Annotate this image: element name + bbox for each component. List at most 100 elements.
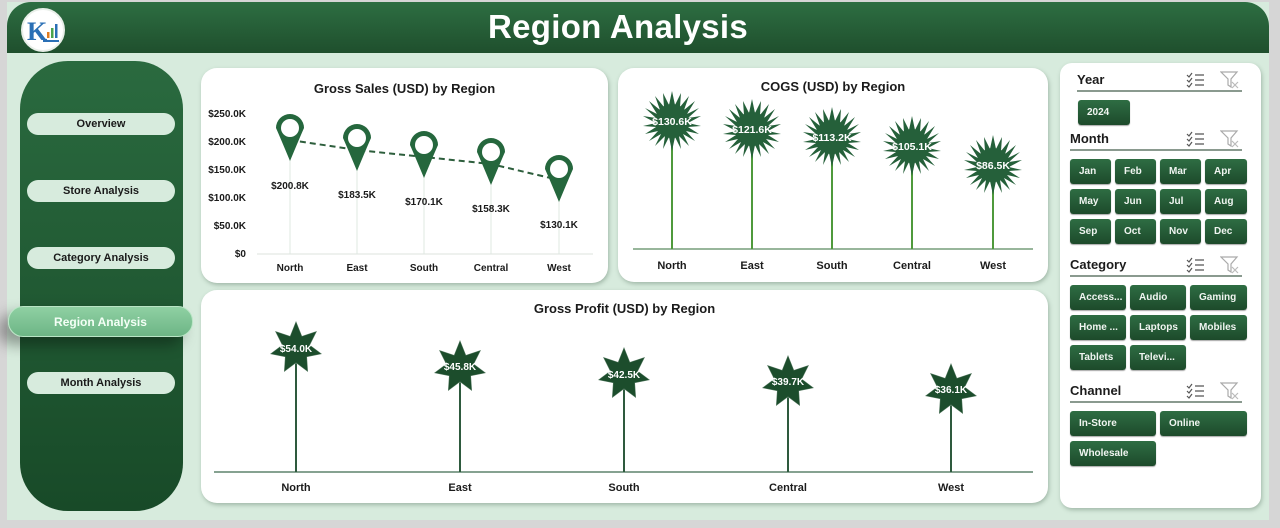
y-tick: $50.0K [214,221,247,232]
month-option-aug[interactable]: Aug [1205,189,1247,214]
channel-slicer-header: Channel [1070,381,1242,403]
x-tick: East [346,263,368,274]
month-option-dec[interactable]: Dec [1205,219,1247,244]
x-tick: South [410,263,438,274]
multi-select-icon[interactable] [1186,257,1206,273]
x-tick: South [816,260,847,272]
month-option-may[interactable]: May [1070,189,1111,214]
data-label: $86.5K [976,160,1010,172]
month-option-jul[interactable]: Jul [1160,189,1201,214]
multi-select-icon[interactable] [1186,72,1206,88]
chart-title: Gross Profit (USD) by Region [533,301,716,316]
category-option-audio[interactable]: Audio [1130,285,1186,310]
svg-text:K: K [27,17,48,46]
x-tick: West [980,260,1006,272]
nav-month-analysis-button[interactable]: Month Analysis [27,372,175,394]
clear-filter-icon[interactable] [1220,71,1240,89]
nav-category-analysis-button[interactable]: Category Analysis [27,247,175,269]
data-label: $105.1K [892,141,932,153]
month-option-oct[interactable]: Oct [1115,219,1156,244]
data-label: $130.1K [540,220,579,231]
logo-icon: K [27,17,59,46]
slicer-panel: Year 2024 Month Jan Feb Mar Apr May Jun … [1060,63,1261,508]
category-option-home[interactable]: Home ... [1070,315,1126,340]
data-label: $45.8K [444,362,477,373]
clear-filter-icon[interactable] [1220,382,1240,400]
category-slicer-label: Category [1070,257,1127,272]
clear-filter-icon[interactable] [1220,130,1240,148]
nav-store-analysis-button[interactable]: Store Analysis [27,180,175,202]
month-option-mar[interactable]: Mar [1160,159,1201,184]
x-tick: Central [769,482,807,494]
data-label: $36.1K [935,385,968,396]
header-bar: K Region Analysis [7,2,1269,53]
month-option-nov[interactable]: Nov [1160,219,1201,244]
y-tick: $250.0K [208,109,247,120]
category-slicer-header: Category [1070,255,1242,277]
map-pin-icon [343,124,371,171]
gross-sales-chart: Gross Sales (USD) by Region $250.0K $200… [201,68,608,283]
y-tick: $200.0K [208,137,247,148]
map-pin-icon [545,155,573,202]
chart-title: COGS (USD) by Region [760,79,906,94]
month-option-sep[interactable]: Sep [1070,219,1111,244]
data-label: $113.2K [812,132,852,144]
category-option-accessories[interactable]: Access... [1070,285,1126,310]
nav-region-analysis-button[interactable]: Region Analysis [8,306,193,337]
data-label: $158.3K [472,204,511,215]
month-slicer-header: Month [1070,129,1242,151]
x-tick: Central [474,263,509,274]
month-option-jan[interactable]: Jan [1070,159,1111,184]
data-label: $121.6K [732,124,772,136]
month-option-feb[interactable]: Feb [1115,159,1156,184]
multi-select-icon[interactable] [1186,383,1206,399]
data-label: $42.5K [608,370,641,381]
data-label: $54.0K [280,344,313,355]
y-tick: $0 [235,249,247,260]
multi-select-icon[interactable] [1186,131,1206,147]
x-tick: North [657,260,687,272]
data-label: $130.6K [652,116,692,128]
year-slicer-label: Year [1077,72,1105,87]
category-option-televisions[interactable]: Televi... [1130,345,1186,370]
map-pin-icon [477,138,505,185]
map-pin-icon [276,114,304,161]
x-tick: West [938,482,964,494]
gross-sales-plot: $250.0K $200.0K $150.0K $100.0K $50.0K $… [208,109,593,274]
month-option-jun[interactable]: Jun [1115,189,1156,214]
sidebar-nav [20,61,183,511]
data-label: $183.5K [338,190,377,201]
month-option-apr[interactable]: Apr [1205,159,1247,184]
chart-title: Gross Sales (USD) by Region [313,81,496,96]
category-option-laptops[interactable]: Laptops [1130,315,1186,340]
x-tick: East [740,260,764,272]
map-pin-icon [410,131,438,178]
data-label: $170.1K [405,197,444,208]
category-option-tablets[interactable]: Tablets [1070,345,1126,370]
x-tick: Central [893,260,931,272]
year-slicer-header: Year [1077,70,1242,92]
channel-slicer-label: Channel [1070,383,1122,398]
data-label: $200.8K [271,181,310,192]
channel-option-online[interactable]: Online [1160,411,1247,436]
channel-option-wholesale[interactable]: Wholesale [1070,441,1156,466]
cogs-plot: $130.6K $121.6K $113.2K $105.1K $86.5K N… [633,91,1033,272]
month-slicer-label: Month [1070,131,1109,146]
x-tick: South [608,482,639,494]
y-tick: $150.0K [208,165,247,176]
clear-filter-icon[interactable] [1220,256,1240,274]
nav-overview-button[interactable]: Overview [27,113,175,135]
category-option-mobiles[interactable]: Mobiles [1190,315,1247,340]
page-title: Region Analysis [487,8,748,45]
company-logo: K [21,8,65,52]
cogs-chart: COGS (USD) by Region $130.6K $121.6K $11… [618,68,1048,282]
gross-profit-chart: Gross Profit (USD) by Region $54.0K $45.… [201,290,1048,503]
y-tick: $100.0K [208,193,247,204]
year-option-2024[interactable]: 2024 [1078,100,1130,125]
gross-profit-plot: $54.0K $45.8K $42.5K $39.7K $36.1K North… [214,320,1033,494]
channel-option-in-store[interactable]: In-Store [1070,411,1156,436]
x-tick: North [281,482,311,494]
data-label: $39.7K [772,377,805,388]
x-tick: West [547,263,571,274]
category-option-gaming[interactable]: Gaming [1190,285,1247,310]
